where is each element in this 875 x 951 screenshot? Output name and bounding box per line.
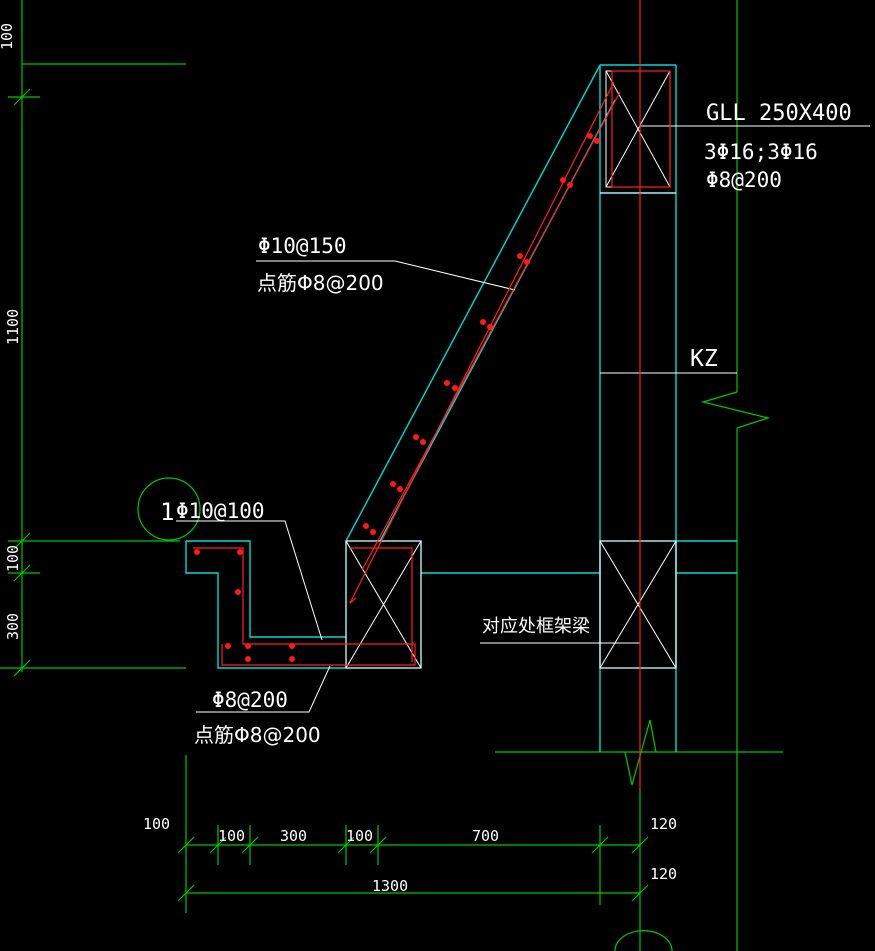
rebar-dot — [487, 324, 493, 330]
dim-left-top: 100 — [0, 23, 16, 50]
rebar-dot — [480, 319, 486, 325]
rebar-dot — [594, 138, 600, 144]
frame-beam-note: 对应处框架梁 — [482, 616, 590, 637]
rebar-dot — [289, 643, 295, 649]
rebar-dot — [560, 177, 566, 183]
dim-right-bottom: 120 — [650, 865, 677, 883]
concrete-outline — [185, 64, 737, 752]
rebar-dot — [444, 380, 450, 386]
rebar-dot — [370, 529, 376, 535]
rebar-dot — [420, 439, 426, 445]
dim-total: 1300 — [372, 877, 408, 895]
dim-right-top: 120 — [650, 815, 677, 833]
dim-seg-2: 300 — [280, 827, 307, 845]
rebar-dot — [245, 643, 251, 649]
rebar-dot — [194, 549, 200, 555]
beam-main-bars-label: 3Φ16;3Φ16 — [704, 140, 818, 164]
dim-seg-3: 100 — [346, 827, 373, 845]
dim-left-height: 1100 — [4, 309, 22, 345]
dimension-labels: 100 1100 100 300 100 100 300 100 700 120… — [0, 23, 677, 895]
slope-bars-label: Φ10@150 — [258, 234, 347, 258]
dim-seg-4: 700 — [472, 827, 499, 845]
rebar-dot — [225, 643, 231, 649]
slope-dist-bars-label: 点筋Φ8@200 — [257, 271, 384, 295]
rebar-dot — [237, 549, 243, 555]
annotation-labels: GLL 250X400 3Φ16;3Φ16 Φ8@200 Φ10@150 点筋Φ… — [160, 101, 852, 747]
rebar-dot — [289, 656, 295, 662]
gutter-bars-label: Φ10@100 — [176, 499, 265, 523]
rebar-lines — [193, 0, 671, 790]
bottom-dist-bars-label: 点筋Φ8@200 — [194, 723, 321, 747]
rebar-dot — [397, 486, 403, 492]
rebar-dot — [587, 133, 593, 139]
bottom-bars-label: Φ8@200 — [212, 688, 288, 712]
rebar-dot — [363, 523, 369, 529]
rebar-dot — [524, 259, 530, 265]
dim-left-mid: 100 — [4, 545, 22, 572]
rebar-dot — [413, 434, 419, 440]
dimension-lines — [0, 0, 783, 951]
beam-name-label: GLL 250X400 — [706, 101, 852, 126]
dim-left-bottom: 300 — [4, 613, 22, 640]
rebar-dots — [194, 133, 600, 662]
beam-stirrups-label: Φ8@200 — [706, 168, 782, 192]
dim-bottom-left-offset: 100 — [143, 815, 170, 833]
rebar-dot — [567, 182, 573, 188]
column-label: KZ — [690, 346, 718, 372]
rebar-dot — [390, 481, 396, 487]
rebar-dot — [235, 589, 241, 595]
dim-seg-1: 100 — [218, 827, 245, 845]
rebar-dot — [452, 385, 458, 391]
rebar-dot — [517, 253, 523, 259]
rebar-dot — [245, 656, 251, 662]
section-number: 1 — [160, 498, 174, 526]
